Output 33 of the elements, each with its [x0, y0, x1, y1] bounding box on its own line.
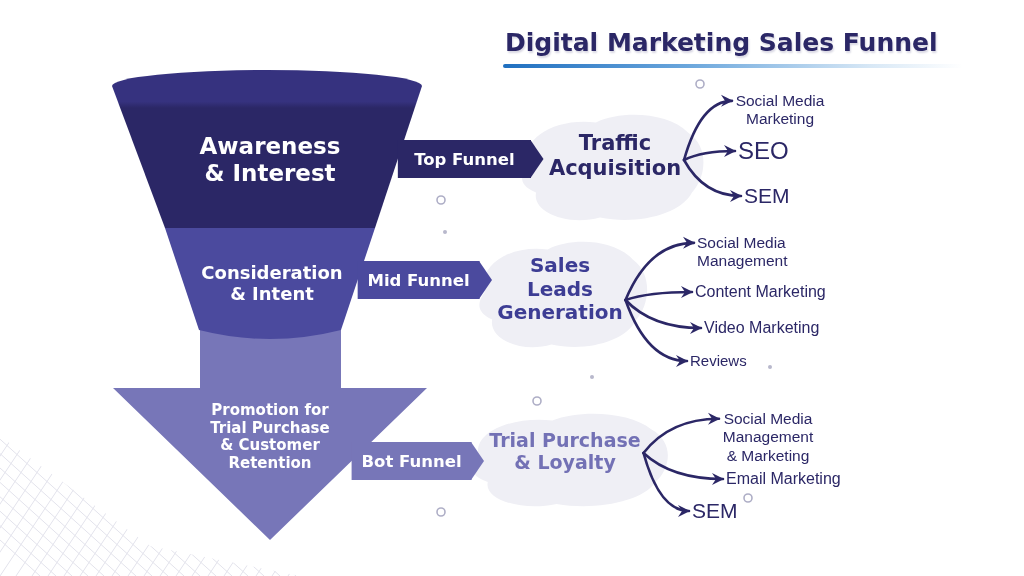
tactic-label: Social Media Management & Marketing [722, 409, 814, 465]
curved-arrow [624, 286, 694, 302]
tactic-label: Reviews [690, 352, 748, 370]
curved-arrow [624, 298, 689, 367]
goal-heading: Traffic Acquisition [548, 131, 682, 181]
tactic-label: Email Marketing [726, 469, 842, 489]
tactic-label: Social Media Management [697, 233, 789, 271]
block-arrow [351, 442, 484, 480]
arrow-label: Bot Funnel [361, 451, 462, 471]
stage-label: Promotion for Trial Purchase & Customer Retention [209, 401, 331, 473]
stage-label: Consideration & Intent [200, 261, 344, 305]
curved-arrow [682, 95, 734, 162]
arrow-label: Top Funnel [414, 149, 515, 169]
goal-heading: Trial Purchase & Loyalty [488, 428, 642, 474]
block-arrow [357, 261, 492, 299]
tactic-label: Content Marketing [695, 282, 827, 302]
curved-arrow [642, 413, 721, 455]
curved-arrow [642, 451, 691, 517]
tactic-label: SEM [744, 183, 791, 209]
stage-label: Awareness & Interest [199, 132, 341, 188]
arrow-label: Mid Funnel [367, 270, 470, 290]
block-arrow [397, 140, 544, 178]
tactic-label: SEM [692, 498, 739, 524]
title: Digital Marketing Sales Funnel [505, 28, 938, 57]
tactic-label: SEO [738, 136, 790, 166]
curved-arrow [682, 145, 737, 162]
curved-arrow [642, 451, 725, 485]
goal-heading: Sales Leads Generation [496, 253, 624, 325]
curved-arrow [624, 237, 696, 302]
curved-arrow [624, 298, 703, 334]
tactic-label: Video Marketing [704, 318, 821, 338]
curved-arrow [682, 158, 743, 202]
tactic-label: Social Media Marketing [735, 91, 825, 129]
